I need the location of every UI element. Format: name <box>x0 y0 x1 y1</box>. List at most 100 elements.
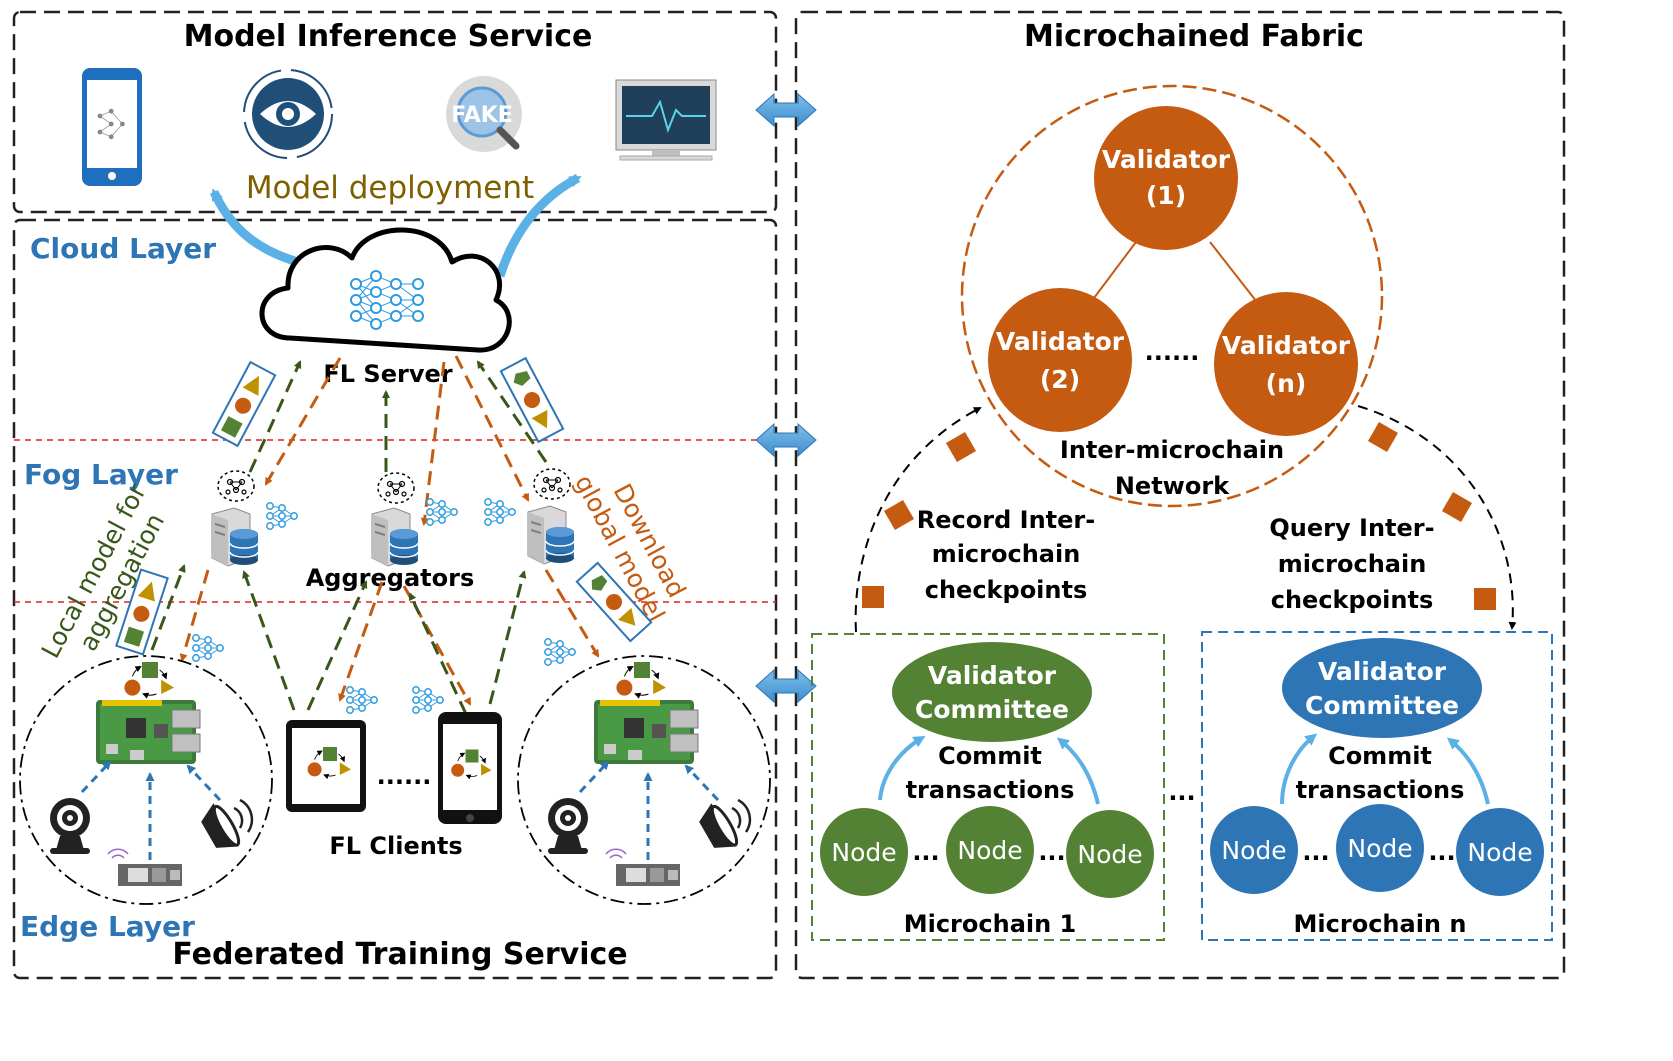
aggregator-right <box>484 468 575 565</box>
validator-1: Validator (1) <box>1094 106 1238 250</box>
model-update-box-left <box>211 360 277 448</box>
commit-arrow-n-left <box>1280 733 1318 805</box>
fl-server-nn-icon <box>350 270 424 330</box>
microchain-1-node-2: Node <box>946 806 1034 894</box>
svg-text:Validator: Validator <box>996 327 1125 356</box>
svg-text:microchain: microchain <box>932 540 1081 568</box>
svg-text:Node: Node <box>957 836 1022 865</box>
model-inference-title: Model Inference Service <box>184 19 593 54</box>
svg-text:Node: Node <box>1221 836 1286 865</box>
svg-text:Query Inter-: Query Inter- <box>1269 514 1434 542</box>
record-checkpoint-arc <box>854 407 982 633</box>
speaker-icon-right <box>692 798 752 859</box>
svg-text:Validator: Validator <box>1102 145 1231 174</box>
checkpoint-blocks <box>862 421 1496 610</box>
svg-text:Record Inter-: Record Inter- <box>917 506 1095 534</box>
validator-link-1-n <box>1209 241 1261 307</box>
model-update-box-edge-right <box>575 561 653 643</box>
arrow-client2-up-right <box>488 570 527 705</box>
svg-text:checkpoints: checkpoints <box>1271 586 1434 614</box>
bidirectional-arrow-inference <box>755 92 817 128</box>
microchain-n-sep-2: ... <box>1428 838 1455 866</box>
microchain-n-node-1: Node <box>1210 806 1298 894</box>
microchain-n-node-3: Node <box>1456 808 1544 896</box>
camera-icon-right <box>548 798 588 854</box>
nn-icon-edge-right <box>544 638 576 666</box>
validator-n: Validator (n) <box>1214 292 1358 436</box>
sensor-icon-left <box>107 848 183 887</box>
arrow-down-right <box>454 355 530 502</box>
microchain-1-sep-2: ... <box>1038 838 1065 866</box>
commit-transactions-label-na: Commit <box>1328 742 1432 770</box>
aggregator-left <box>211 470 298 567</box>
microchain-n-name: Microchain n <box>1294 910 1467 938</box>
smartphone-icon <box>82 68 142 186</box>
aggregator-center <box>371 472 458 567</box>
arrow-client1-up-center <box>306 580 368 711</box>
monitor-icon <box>615 79 717 161</box>
commit-arrow-n-right <box>1446 737 1490 805</box>
nn-icon-client2 <box>412 686 444 714</box>
svg-text:Validator: Validator <box>1318 657 1447 686</box>
fl-client-phone <box>438 712 502 824</box>
deploy-arrow-right <box>495 174 582 278</box>
microchain-1-sep-1: ... <box>912 838 939 866</box>
microchain-n-box <box>1201 631 1553 941</box>
validator-committee-n: Validator Committee <box>1282 638 1482 738</box>
svg-text:checkpoints: checkpoints <box>925 576 1088 604</box>
validator-link-1-2 <box>1087 241 1137 307</box>
inter-microchain-network <box>960 84 1384 508</box>
microchain-1-name: Microchain 1 <box>904 910 1077 938</box>
commit-arrow-1-left <box>878 735 926 801</box>
fl-server-label: FL Server <box>323 360 452 388</box>
edge-cluster-right <box>517 655 771 905</box>
svg-text:Committee: Committee <box>1305 691 1459 720</box>
arrow-up-right <box>476 360 548 463</box>
bidirectional-arrow-fog <box>755 422 817 458</box>
inter-microchain-network-label-2: Network <box>1115 472 1230 500</box>
svg-text:microchain: microchain <box>1278 550 1427 578</box>
arrow-speaker-right <box>684 764 720 802</box>
validator-2: Validator (2) <box>988 288 1132 432</box>
nn-icon-edge-left <box>192 634 224 662</box>
microchained-fabric-title: Microchained Fabric <box>1024 19 1364 54</box>
microchain-1-box <box>811 633 1165 941</box>
microchain-1-node-1: Node <box>820 808 908 896</box>
microchain-n-node-2: Node <box>1336 804 1424 892</box>
validator-committee-1: Validator Committee <box>892 642 1092 742</box>
svg-text:Node: Node <box>1077 840 1142 869</box>
raspberry-pi-icon-right <box>593 699 699 765</box>
arrow-client1-up-left <box>242 570 296 711</box>
svg-text:(n): (n) <box>1266 369 1307 398</box>
commit-arrow-1-right <box>1056 737 1100 805</box>
edge-layer-label: Edge Layer <box>20 910 195 943</box>
svg-text:Validator: Validator <box>928 661 1057 690</box>
arrow-up-left <box>248 360 302 473</box>
fl-clients-dots: ...... <box>377 762 432 790</box>
model-update-box-right <box>499 356 565 444</box>
microchain-1-node-3: Node <box>1066 810 1154 898</box>
fl-client-tablet <box>286 720 366 812</box>
deploy-arrow-left <box>209 188 300 267</box>
commit-transactions-label-1b: transactions <box>906 776 1075 804</box>
validator-dots: ...... <box>1145 338 1200 366</box>
fake-detection-icon: FAKE <box>446 76 522 152</box>
aggregators-label: Aggregators <box>306 564 475 592</box>
federated-training-title: Federated Training Service <box>172 937 627 972</box>
speaker-icon-left <box>194 798 254 859</box>
model-update-box-edge-left <box>115 568 169 656</box>
query-checkpoints-label: Query Inter- microchain checkpoints <box>1269 514 1434 614</box>
query-checkpoint-arc <box>1357 405 1517 630</box>
raspberry-pi-icon-left <box>95 699 201 765</box>
edge-cycle-left <box>124 662 174 696</box>
federated-training-box <box>12 218 778 980</box>
model-deployment-label: Model deployment <box>246 170 534 206</box>
record-checkpoints-label: Record Inter- microchain checkpoints <box>917 506 1095 604</box>
arrow-edge-down-left <box>179 569 210 662</box>
arrow-edge-up-left <box>150 564 186 651</box>
arrow-down-center <box>420 361 446 526</box>
svg-text:Validator: Validator <box>1222 331 1351 360</box>
svg-text:(2): (2) <box>1040 365 1080 394</box>
svg-text:Node: Node <box>831 838 896 867</box>
cloud-layer-label: Cloud Layer <box>30 232 216 265</box>
